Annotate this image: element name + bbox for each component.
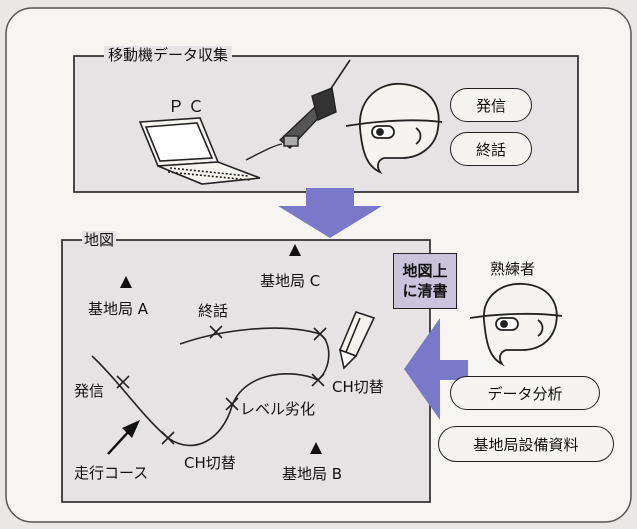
ch-switch-label-lower: CH切替 [184,454,236,472]
end-call-label: 終話 [198,302,229,320]
station-b-marker [310,442,322,454]
left-arrow [404,318,468,420]
end-call-button[interactable]: 終話 [450,132,532,166]
ch-switch-label-right: CH切替 [332,378,384,396]
call-label: 発信 [74,382,105,400]
note-line-2: に清書 [402,282,448,300]
route-arrow-head [122,420,140,438]
map-box [61,239,431,503]
expert-head-icon [469,283,563,367]
route-label: 走行コース [74,464,149,482]
map-title: 地図 [82,231,117,249]
note-line-1: 地図上 [402,262,448,280]
station-a-label: 基地局 A [88,300,149,318]
mobile-phone-icon [278,59,351,149]
station-docs-button[interactable]: 基地局設備資料 [438,426,614,462]
station-c-marker [289,244,301,256]
down-arrow [278,188,382,238]
level-degradation-label: レベル劣化 [240,400,316,418]
expert-label: 熟練者 [490,260,536,278]
route-arrow-shaft [107,429,131,455]
route-markers [116,325,327,445]
collection-title: 移動機データ収集 [104,46,233,64]
laptop-icon [138,117,261,185]
route-curve [91,355,319,447]
data-analysis-button[interactable]: データ分析 [450,376,600,410]
pencil-icon [338,311,376,370]
call-button[interactable]: 発信 [450,88,532,122]
clean-copy-note: 地図上 に清書 [393,253,457,309]
station-a-marker [120,276,132,288]
station-b-label: 基地局 B [282,465,343,483]
cable [245,143,283,161]
operator-head-icon [345,83,443,175]
station-c-label: 基地局 C [260,272,321,290]
pc-label: ＰＣ [168,97,209,116]
